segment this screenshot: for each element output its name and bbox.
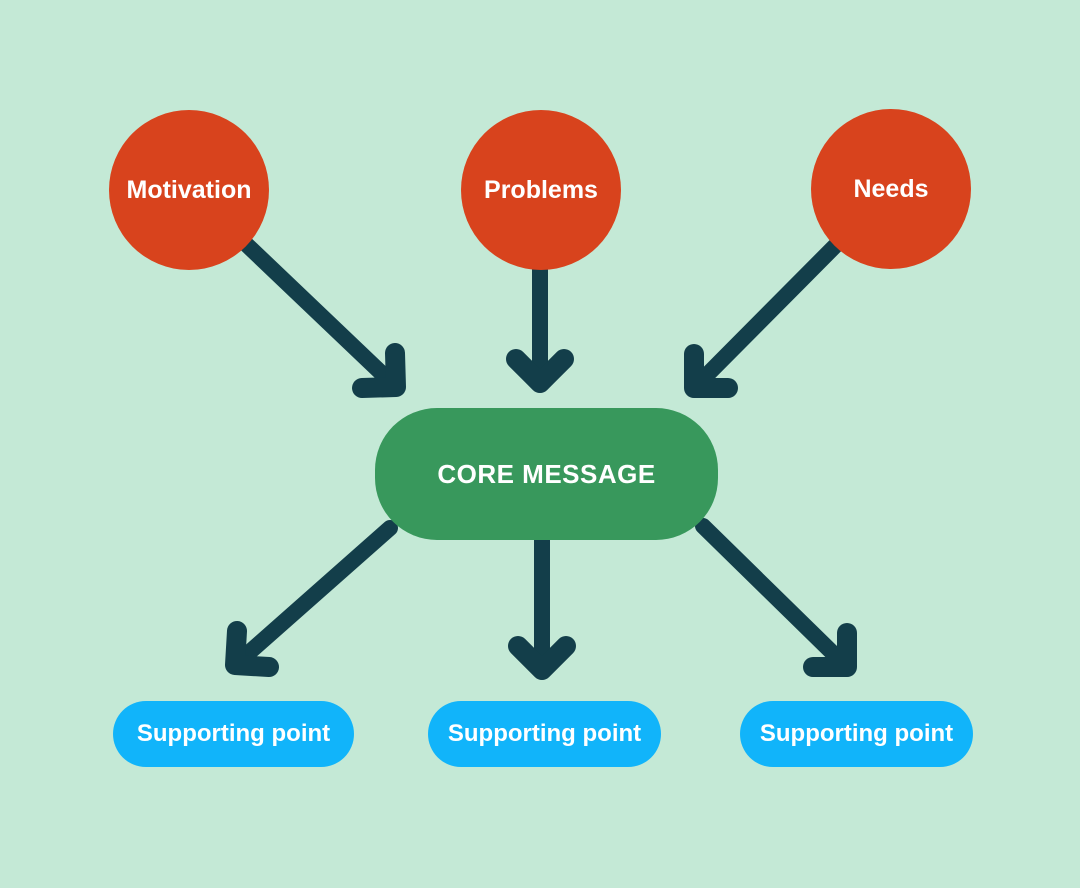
arrow-head [684, 344, 738, 398]
node-needs-label: Needs [853, 174, 929, 203]
supporting-point-pill-1: Supporting point [113, 701, 354, 767]
arrow-shaft [239, 237, 404, 395]
node-problems-label: Problems [484, 175, 598, 204]
supporting-point-label-1: Supporting point [136, 720, 331, 747]
node-needs: Needs [811, 109, 971, 269]
arrow-core-to-support-2 [508, 531, 576, 680]
arrow-core-to-support-3 [695, 518, 857, 677]
arrow-core-to-support-1 [225, 520, 398, 677]
arrow-motivation-to-core [239, 237, 406, 398]
supporting-point-label-3: Supporting point [759, 720, 954, 747]
node-problems: Problems [461, 110, 621, 270]
supporting-point-pill-3: Supporting point [740, 701, 973, 767]
supporting-point-label-2: Supporting point [447, 720, 642, 747]
arrow-needs-to-core [684, 238, 843, 398]
node-motivation-label: Motivation [126, 175, 252, 204]
core-message-box: CORE MESSAGE [375, 408, 718, 540]
arrow-shaft [695, 518, 855, 675]
core-message-label: CORE MESSAGE [437, 458, 656, 489]
arrow-shaft [686, 238, 843, 396]
arrow-shaft [227, 520, 398, 673]
supporting-point-pill-2: Supporting point [428, 701, 661, 767]
node-motivation: Motivation [109, 110, 269, 270]
arrow-problems-to-core [506, 260, 574, 393]
arrow-head [508, 636, 576, 680]
arrow-head [506, 349, 574, 393]
arrow-head [352, 343, 406, 398]
arrow-head [225, 621, 279, 677]
arrow-head [803, 623, 857, 677]
